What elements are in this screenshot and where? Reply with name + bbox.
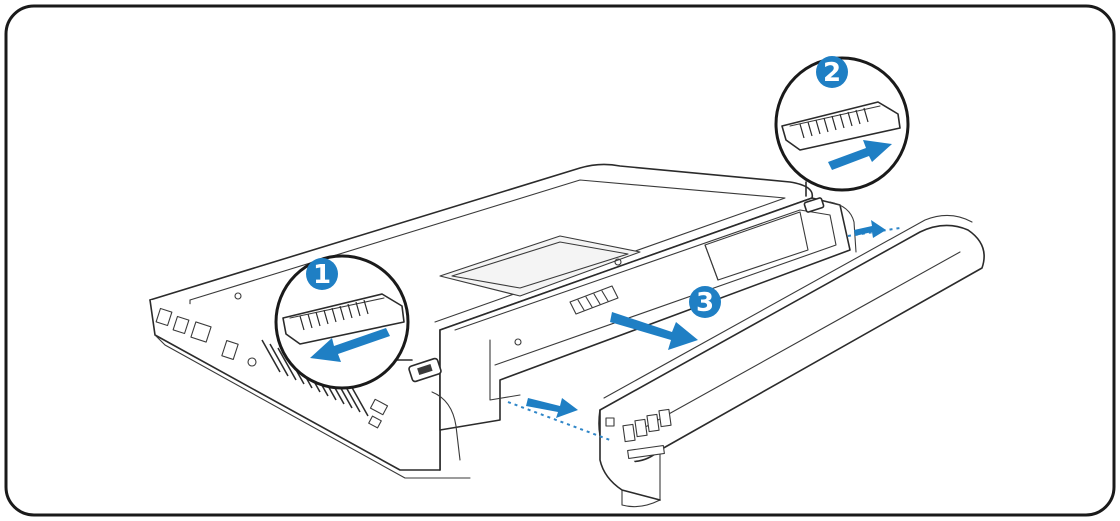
side-ports [155, 307, 257, 367]
latch-2-body [803, 197, 825, 213]
step-3-number: 3 [696, 288, 714, 318]
battery-pack [598, 214, 985, 508]
pull-battery-out-arrow-icon [610, 312, 698, 350]
step-2-badge [816, 56, 848, 88]
callout-latch-2: 2 [774, 56, 910, 197]
slide-direction-arrow-icon [526, 398, 578, 418]
battery-contacts [605, 408, 672, 460]
callout-latch-1: 1 [274, 254, 413, 390]
slide-latch-left-arrow-icon [310, 328, 390, 362]
step-2-number: 2 [823, 58, 841, 88]
slide-direction-arrow-icon-right [854, 220, 886, 238]
step-1-number: 1 [313, 260, 331, 290]
step-3-marker: 3 [689, 286, 721, 318]
step-1-badge [306, 258, 338, 290]
compartment-cover [439, 235, 641, 297]
step-3-badge [689, 286, 721, 318]
bay-connector [569, 285, 619, 315]
slide-latch-right-arrow-icon [828, 140, 892, 170]
